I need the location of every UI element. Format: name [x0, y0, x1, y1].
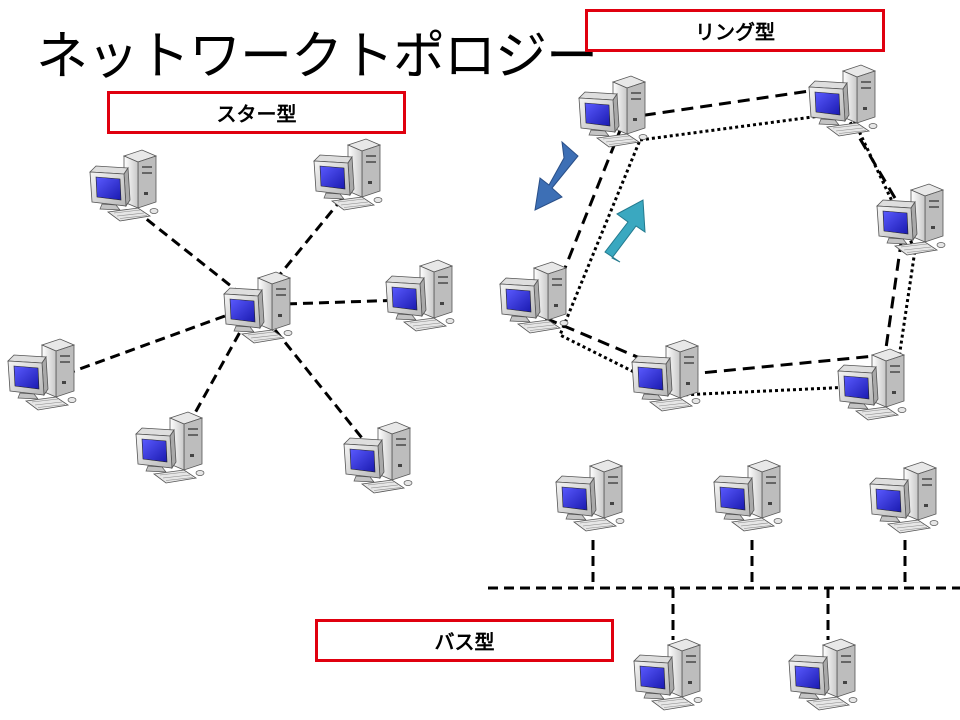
arrow-up-icon	[604, 199, 646, 263]
computer-icon	[135, 411, 205, 484]
computer-icon	[555, 459, 625, 532]
ring-computers	[499, 64, 946, 421]
computer-icon	[89, 149, 159, 222]
ring-topology-label: リング型	[585, 9, 885, 52]
computer-icon	[343, 421, 413, 494]
star-computers	[7, 138, 455, 494]
star-link	[54, 303, 256, 380]
star-topology-label-text: スター型	[216, 102, 297, 126]
computer-icon	[499, 261, 569, 334]
computer-icon	[313, 138, 383, 211]
computer-icon	[713, 459, 783, 532]
star-link	[253, 304, 372, 449]
computer-icon	[633, 638, 703, 711]
arrow-down-icon	[534, 140, 579, 211]
bus-links	[488, 540, 960, 640]
star-topology-label: スター型	[107, 91, 406, 134]
computer-icon	[631, 339, 701, 412]
computer-icon	[808, 64, 878, 137]
ring-topology-label-text: リング型	[695, 20, 775, 44]
computer-icon	[876, 183, 946, 256]
computer-icon	[788, 638, 858, 711]
computer-icon	[223, 271, 293, 344]
computer-icon	[385, 259, 455, 332]
bus-computers	[555, 459, 939, 711]
computer-icon	[578, 75, 648, 148]
page-title: ネットワークトポロジー	[36, 27, 598, 87]
bus-topology-label-text: バス型	[434, 630, 495, 654]
bus-topology-label: バス型	[315, 619, 614, 662]
computer-icon	[869, 461, 939, 534]
computer-icon	[7, 338, 77, 411]
